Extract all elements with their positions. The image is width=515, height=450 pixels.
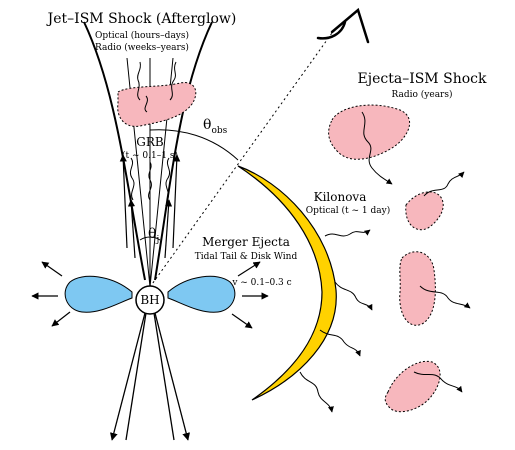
- theta-j-arc: [139, 236, 161, 241]
- kilonova-title: Kilonova: [314, 190, 367, 204]
- jet-shock-optical: Optical (hours–days): [95, 30, 189, 41]
- disk-wind-arrows: [31, 261, 269, 329]
- merger-ejecta-title: Merger Ejecta: [202, 235, 290, 249]
- observer-eye-icon: [316, 7, 370, 44]
- jet-ism-shock-blob: [117, 82, 197, 127]
- kilonova-crescent: [237, 165, 337, 401]
- theta-obs-label: θobs: [203, 117, 228, 136]
- grb-gamma-squiggles: [129, 157, 171, 201]
- theta-obs-arc: [149, 129, 239, 161]
- left-disk-lobe: [64, 275, 133, 313]
- ejecta-shock-radio: Radio (years): [392, 89, 453, 100]
- kilonova-emission-squiggles: [299, 229, 373, 413]
- black-hole: [135, 285, 165, 315]
- jet-upward-arrows: [119, 154, 181, 259]
- jet-shock-radio: Radio (weeks–years): [95, 42, 189, 53]
- theta-j-label: θj: [148, 226, 159, 245]
- bh-label: BH: [140, 293, 159, 307]
- grb-label: GRB: [136, 135, 164, 149]
- observer-line-of-sight: [149, 32, 333, 288]
- ejecta-shock-title: Ejecta–ISM Shock: [358, 71, 487, 87]
- merger-ejecta-sub: Tidal Tail & Disk Wind: [195, 252, 298, 262]
- counter-jet: [109, 312, 191, 441]
- ejecta-ism-shock-blobs: [328, 104, 444, 413]
- grb-time: (t ~ 0.1–1 s): [122, 150, 178, 161]
- jet-shock-emission-squiggles: [137, 61, 177, 113]
- right-disk-lobe: [167, 275, 236, 313]
- ejecta-shock-radio-squiggles: [361, 111, 471, 393]
- jet-outer-boundaries: [83, 21, 213, 281]
- jet-shock-title: Jet–ISM Shock (Afterglow): [46, 11, 237, 27]
- ejecta-velocity: v ~ 0.1–0.3 c: [231, 278, 291, 288]
- kilonova-sub: Optical (t ~ 1 day): [306, 205, 390, 216]
